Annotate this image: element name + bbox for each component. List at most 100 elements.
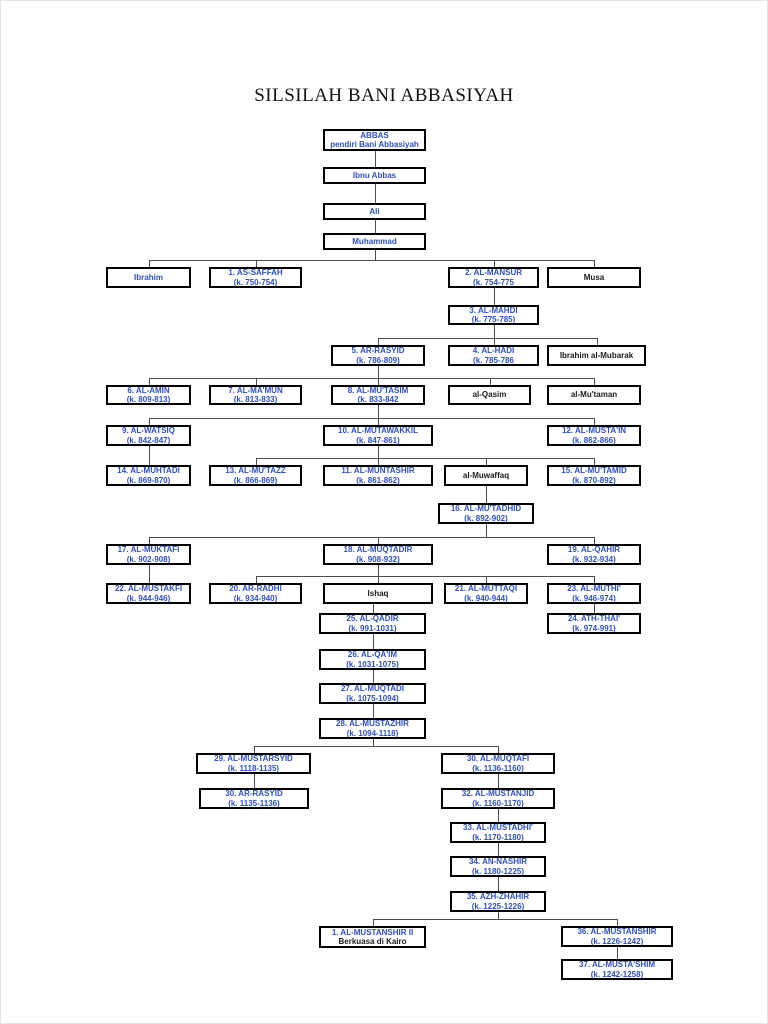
tree-node-qaim26: 26. AL-QA'IM(k. 1031-1075) [319,649,426,670]
connector-line [378,537,379,544]
connector-line [378,378,379,385]
connector-line [256,378,257,385]
connector-line [617,919,618,926]
node-name-label: 23. AL-MUTHI' [567,584,621,593]
connector-line [373,604,374,613]
connector-line [378,576,379,583]
tree-node-muqtafi30b: 30. AL-MUQTAFI(k. 1136-1160) [441,753,555,774]
node-subtitle-label: (k. 1225-1226) [471,901,525,911]
node-name-label: Musa [583,272,605,282]
connector-line [373,919,618,920]
node-name-label: Ishaq [367,588,389,598]
node-subtitle-label: (k. 946-974) [572,593,616,603]
connector-line [149,418,150,425]
tree-node-qahir19: 19. AL-QAHIR(k. 932-934) [547,544,641,565]
node-name-label: 8. AL-MU'TASIM [347,385,409,395]
tree-node-muhammad: Muhammad [323,233,426,250]
connector-line [498,809,499,822]
tree-node-mustazhir28: 28. AL-MUSTAZHIR(k. 1094-1118) [319,718,426,739]
tree-node-hadi4: 4. AL-HADI(k. 785-786 [448,345,539,366]
connector-line [254,746,255,753]
tree-node-mutasim8: 8. AL-MU'TASIM(k. 833-842 [331,385,425,405]
tree-node-mutaman: al-Mu'taman [547,385,641,405]
node-name-label: 30. AL-MUQTAFI [466,754,530,763]
connector-line [373,670,374,683]
connector-line [256,458,257,465]
connector-line [378,565,379,576]
connector-line [373,704,374,718]
tree-node-muttaqi21: 21. AL-MUTTAQI(k. 940-944) [444,583,528,604]
node-name-label: 10. AL-MUTAWAKKIL [338,426,418,435]
tree-node-mustarsyid29: 29. AL-MUSTARSYID(k. 1118-1135) [196,753,311,774]
node-name-label: 9. AL-WATSIQ [122,426,175,435]
node-subtitle-label: (k. 862-866) [572,435,616,445]
tree-node-rasyid5: 5. AR-RASYID(k. 786-809) [331,345,425,366]
node-name-label: 29. AL-MUSTARSYID [214,754,293,763]
tree-node-muktafi17: 17. AL-MUKTAFI(k. 902-908) [106,544,191,565]
node-name-label: 16. AL-MU'TADHID [450,504,522,513]
connector-line [494,325,495,338]
connector-line [594,576,595,583]
node-name-label: 27. AL-MUQTADI [340,684,405,693]
connector-line [486,486,487,503]
node-name-label: 26. AL-QA'IM [347,650,398,659]
tree-node-musa: Musa [547,267,641,288]
tree-node-muhtadi14: 14. AL-MUHTADI(k. 869-870) [106,465,191,486]
node-subtitle-label: (k. 908-932) [356,554,400,564]
node-subtitle-label: (k. 754-775 [473,277,514,287]
node-name-label: Ibrahim al-Mubarak [559,350,634,360]
tree-node-mustanjid32: 32. AL-MUSTANJID(k. 1160-1170) [441,788,555,809]
node-subtitle-label: (k. 892-902) [464,513,508,523]
node-name-label: 21. AL-MUTTAQI [454,584,518,593]
connector-line [373,919,374,926]
node-subtitle-label: (k. 861-862) [356,475,400,485]
tree-node-radhi20: 20. AR-RADHI(k. 934-940) [209,583,302,604]
node-subtitle-label: (k. 1160-1170) [472,798,524,808]
node-subtitle-label: (k. 785-786 [473,355,514,365]
connector-line [594,604,595,613]
tree-node-muntashir11: 11. AL-MUNTASHIR(k. 861-862) [323,465,433,486]
tree-node-ibrahim: Ibrahim [106,267,191,288]
connector-line [373,634,374,649]
connector-line [375,151,376,167]
node-subtitle-label: (k. 940-944) [464,593,508,603]
connector-line [149,537,595,538]
node-name-label: 13. AL-MU'TAZZ [225,466,286,475]
node-subtitle-label: (k. 870-892) [572,475,616,485]
tree-node-amin6: 6. AL-AMIN(k. 809-813) [106,385,191,405]
connector-line [149,260,595,261]
connector-line [594,458,595,465]
connector-line [378,418,379,425]
node-name-label: 34. AN-NASHIR [469,857,527,866]
node-name-label: 11. AL-MUNTASHIR [341,466,415,475]
node-name-label: 28. AL-MUSTAZHIR [336,719,409,728]
node-name-label: 14. AL-MUHTADI [117,466,180,475]
connector-line [256,576,257,583]
node-subtitle-label: (k. 1226-1242) [590,936,644,946]
tree-node-saffah1: 1. AS-SAFFAH(k. 750-754) [209,267,302,288]
connector-line [378,405,379,418]
node-subtitle-label: (k. 1118-1135) [227,763,280,773]
connector-line [149,378,150,385]
node-subtitle-label: (k. 1031-1075) [346,659,399,669]
tree-node-mustakfi22: 22. AL-MUSTAKFI(k. 944-946) [106,583,191,604]
connector-line [498,746,499,753]
node-subtitle-label: (k. 813-833) [233,395,278,404]
tree-node-mutadhid16: 16. AL-MU'TADHID(k. 892-902) [438,503,534,524]
connector-line [149,565,150,583]
connector-line [375,220,376,233]
tree-node-muwaffaq: al-Muwaffaq [444,465,528,486]
node-subtitle-label: (k. 934-940) [233,593,278,603]
connector-line [149,446,150,465]
tree-node-mansur2: 2. AL-MANSUR(k. 754-775 [448,267,539,288]
tree-node-ali: Ali [323,203,426,220]
tree-node-thai24: 24. ATH-THAI'(k. 974-991) [547,613,641,634]
node-subtitle-label: (k. 1135-1136) [228,798,280,808]
node-name-label: 37. AL-MUSTA'SHIM [578,960,656,969]
connector-line [594,418,595,425]
node-name-label: 33. AL-MUSTADHI' [463,823,533,832]
tree-node-muthi23: 23. AL-MUTHI'(k. 946-974) [547,583,641,604]
node-subtitle-label: (k. 1180-1225) [471,866,525,876]
